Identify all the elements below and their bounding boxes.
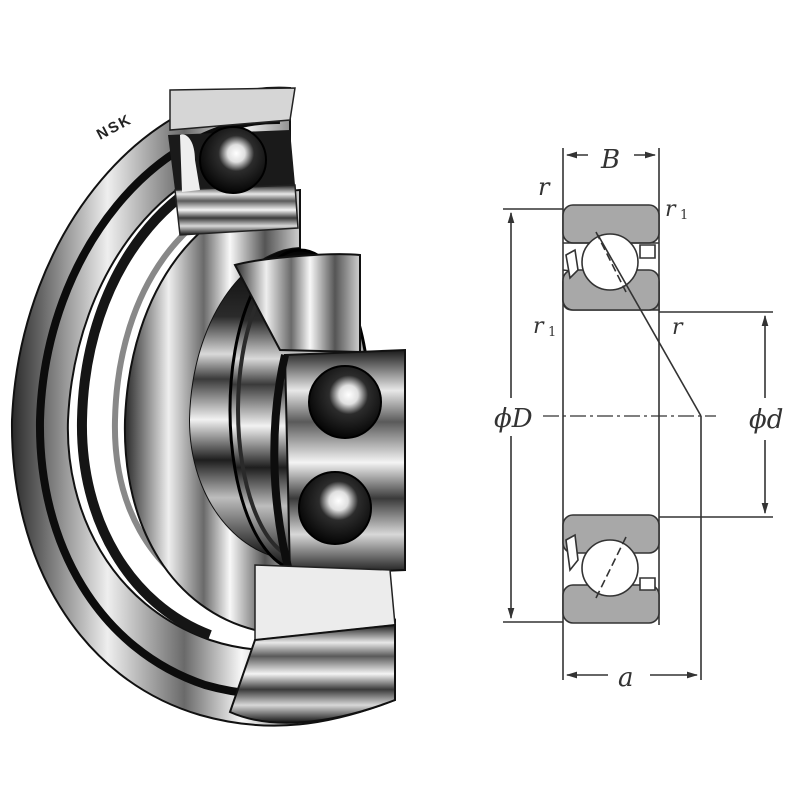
label-phid: ϕd — [749, 405, 783, 435]
label-r-top: r — [538, 173, 551, 201]
bottom-ring-section — [562, 514, 660, 624]
label-a: a — [618, 663, 634, 693]
label-r1-left: r — [533, 314, 545, 339]
bearing-photo: NSK — [10, 86, 406, 727]
label-r1-left-sub: 1 — [548, 325, 556, 340]
right-section — [233, 253, 361, 354]
ball-middle — [308, 365, 382, 439]
label-B: B — [600, 145, 620, 175]
brand-marking: NSK — [94, 111, 135, 144]
label-r-right: r — [672, 315, 684, 340]
label-phiD: ϕD — [494, 404, 533, 434]
ball-bottom — [298, 471, 372, 545]
label-r1-top: r — [665, 197, 677, 222]
label-r1-top-sub: 1 — [680, 208, 688, 223]
cross-section-drawing — [503, 148, 773, 680]
top-section — [169, 87, 296, 131]
ball-top — [199, 126, 267, 194]
dimension-labels: B r r 1 r 1 r ϕD ϕd a — [494, 145, 783, 693]
